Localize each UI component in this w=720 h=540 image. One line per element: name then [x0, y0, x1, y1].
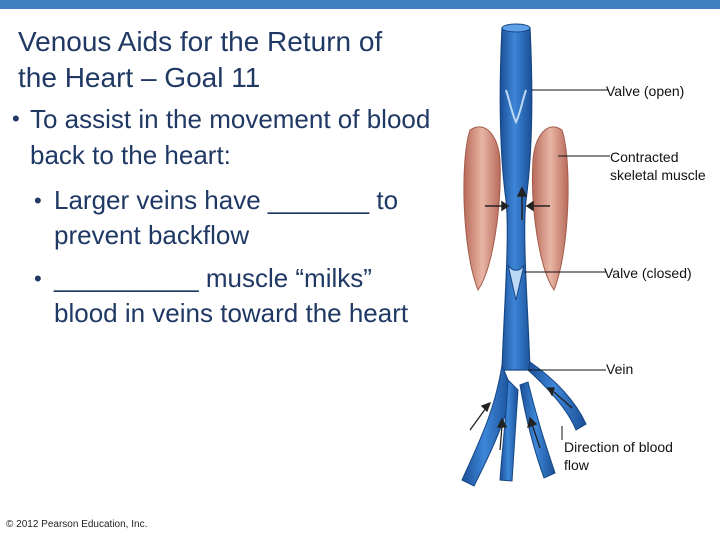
valve-open-shape: [505, 89, 527, 125]
copyright-notice: © 2012 Pearson Education, Inc.: [6, 519, 148, 530]
vein-valve-figure: Valve (open) Contracted skeletal muscle …: [440, 10, 720, 530]
squeeze-arrows: [485, 186, 550, 220]
leader-lines: [524, 89, 610, 440]
flow-direction-arrows: [469, 387, 573, 451]
label-blood-flow-direction: Direction of blood flow: [564, 439, 673, 473]
title-line-2: the Heart – Goal 11: [18, 62, 261, 93]
label-vein: Vein: [606, 361, 634, 377]
title-line-1: Venous Aids for the Return of: [18, 26, 383, 57]
sub-bullet-valves: • Larger veins have _______ to prevent b…: [10, 183, 440, 253]
vein-branch-mid-left: [499, 378, 519, 482]
bullet-main-text: To assist in the movement of blood back …: [30, 104, 431, 170]
vein-branch-mid-right: [519, 381, 556, 479]
top-accent-bar: [0, 0, 720, 9]
label-valve-open: Valve (open): [606, 83, 685, 99]
label-valve-closed: Valve (closed): [604, 265, 692, 281]
left-muscle-shape: [463, 126, 501, 292]
sub-bullet-text: __________ muscle “milks” blood in veins…: [54, 263, 409, 328]
sub-bullet-text: Larger veins have _______ to prevent bac…: [54, 185, 399, 250]
bullet-main: • To assist in the movement of blood bac…: [10, 101, 440, 173]
label-contracted-muscle: Contracted skeletal muscle: [610, 149, 706, 183]
bullet-list: • To assist in the movement of blood bac…: [10, 101, 440, 331]
vein-top-opening: [501, 23, 531, 33]
bullet-dot-icon: •: [34, 188, 42, 213]
bullet-dot-icon: •: [12, 106, 20, 131]
sub-bullet-muscle: • __________ muscle “milks” blood in vei…: [10, 261, 440, 331]
bullet-dot-icon: •: [34, 266, 42, 291]
valve-closed-shape: [507, 264, 525, 301]
slide-title: Venous Aids for the Return of the Heart …: [18, 24, 478, 96]
right-muscle-shape: [532, 126, 569, 292]
vein-illustration: [461, 23, 610, 487]
vein-main-shape: [499, 27, 533, 371]
